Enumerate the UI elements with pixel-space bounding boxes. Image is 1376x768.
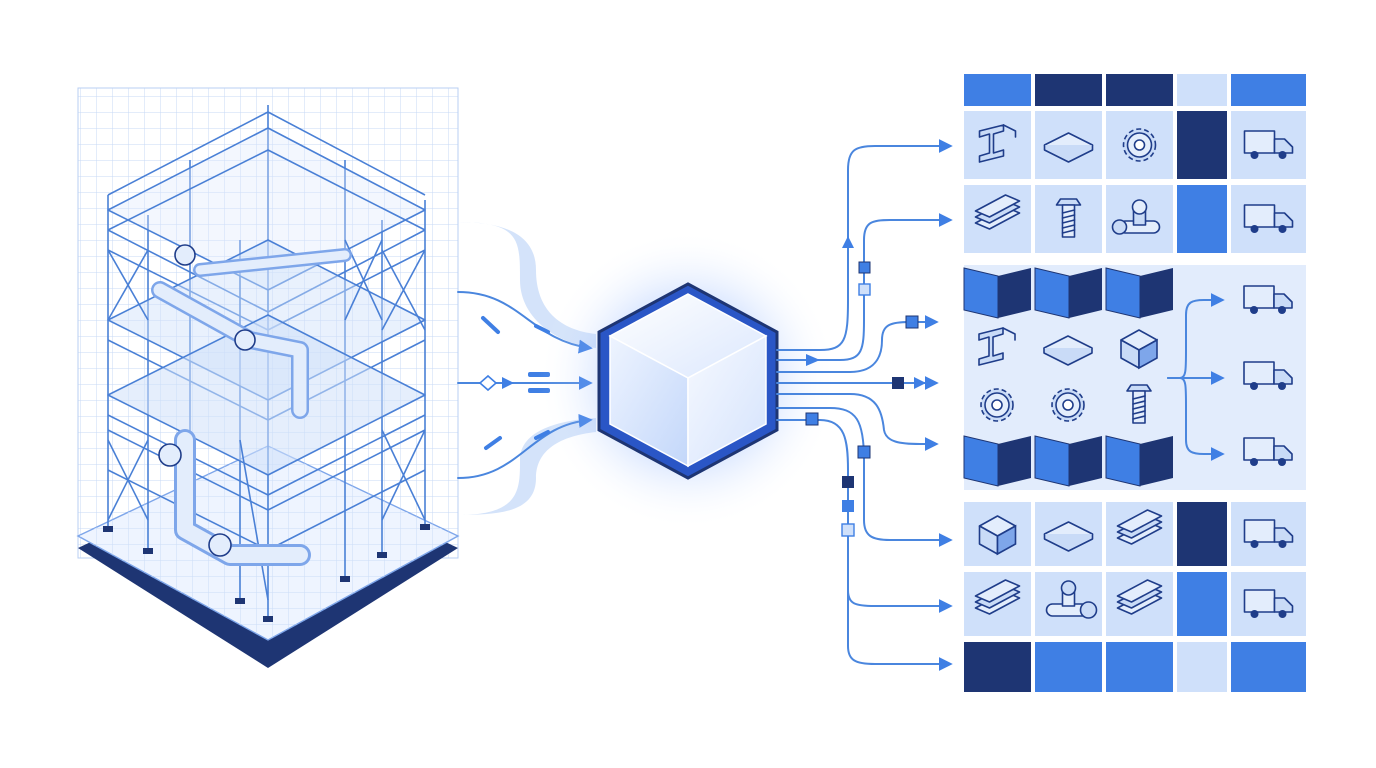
output-grid <box>963 74 1306 692</box>
valve-wheel-icon <box>174 244 196 266</box>
angle-bundle-icon <box>974 579 1021 615</box>
truck-icon <box>1243 130 1294 159</box>
folded-panel <box>1034 267 1070 319</box>
folded-panel-shadow <box>998 268 1031 318</box>
truck-icon <box>1243 437 1293 466</box>
cross-bracing <box>107 239 426 601</box>
folded-panel <box>1105 267 1141 319</box>
pipe-tee-icon <box>1045 580 1098 619</box>
folded-panel <box>1105 435 1141 487</box>
color-tile <box>1177 572 1227 636</box>
truck-icon <box>1243 204 1294 233</box>
top-color-tile <box>964 74 1031 106</box>
flange-icon <box>208 533 232 557</box>
plate-icon <box>1043 132 1094 163</box>
bolt-icon <box>1126 384 1152 424</box>
cube-icon <box>978 515 1017 556</box>
i-beam-icon <box>978 124 1017 163</box>
bottom-color-tile <box>1177 642 1227 692</box>
flange-icon <box>158 443 182 467</box>
color-tile <box>1177 185 1227 253</box>
valve-icon <box>1111 199 1161 235</box>
folded-panel <box>963 435 999 487</box>
processing-cube <box>538 230 838 530</box>
plate-icon <box>1043 335 1093 366</box>
bolt-icon <box>1055 198 1082 238</box>
folded-panel <box>1034 435 1070 487</box>
block-icon <box>1120 329 1158 370</box>
top-color-tile <box>1106 74 1173 106</box>
bottom-color-tile <box>1231 642 1306 692</box>
bottom-color-tile <box>1035 642 1102 692</box>
input-flows <box>457 222 596 515</box>
folded-panel <box>963 267 999 319</box>
folded-panel-shadow <box>1140 436 1173 486</box>
triangle-marker-icon <box>502 377 514 389</box>
truck-icon <box>1243 519 1294 548</box>
top-color-tile <box>1177 74 1227 106</box>
folded-panel-shadow <box>998 436 1031 486</box>
truck-icon <box>1243 361 1293 390</box>
cube-right-face <box>687 334 767 468</box>
pipe-network <box>151 244 352 566</box>
scaffold-structure <box>76 87 460 668</box>
folded-panel-shadow <box>1140 268 1173 318</box>
angle-bundle-icon <box>974 194 1021 230</box>
scaffold-feet <box>103 524 430 622</box>
output-flows <box>776 139 953 671</box>
diamond-marker-icon <box>478 374 498 392</box>
i-beam-icon <box>978 327 1016 366</box>
gear-icon <box>1122 128 1157 162</box>
color-tile <box>1177 111 1227 179</box>
truck-icon <box>1243 589 1294 618</box>
angle-bundle-icon <box>1116 509 1163 545</box>
folded-panel-shadow <box>1069 436 1102 486</box>
gear-icon <box>980 388 1014 422</box>
gear-icon <box>1051 388 1085 422</box>
icon-tile <box>964 111 1031 179</box>
color-tile <box>1177 502 1227 566</box>
bottom-color-tile <box>1106 642 1173 692</box>
angle-bundle-icon <box>1116 579 1163 615</box>
bottom-color-tile <box>964 642 1031 692</box>
truck-icon <box>1243 285 1293 314</box>
valve-wheel-icon <box>234 329 256 351</box>
plate-icon <box>1043 521 1094 552</box>
scaffold-floors <box>107 239 426 551</box>
folded-panel-shadow <box>1069 268 1102 318</box>
top-color-tile <box>1035 74 1102 106</box>
top-color-tile <box>1231 74 1306 106</box>
